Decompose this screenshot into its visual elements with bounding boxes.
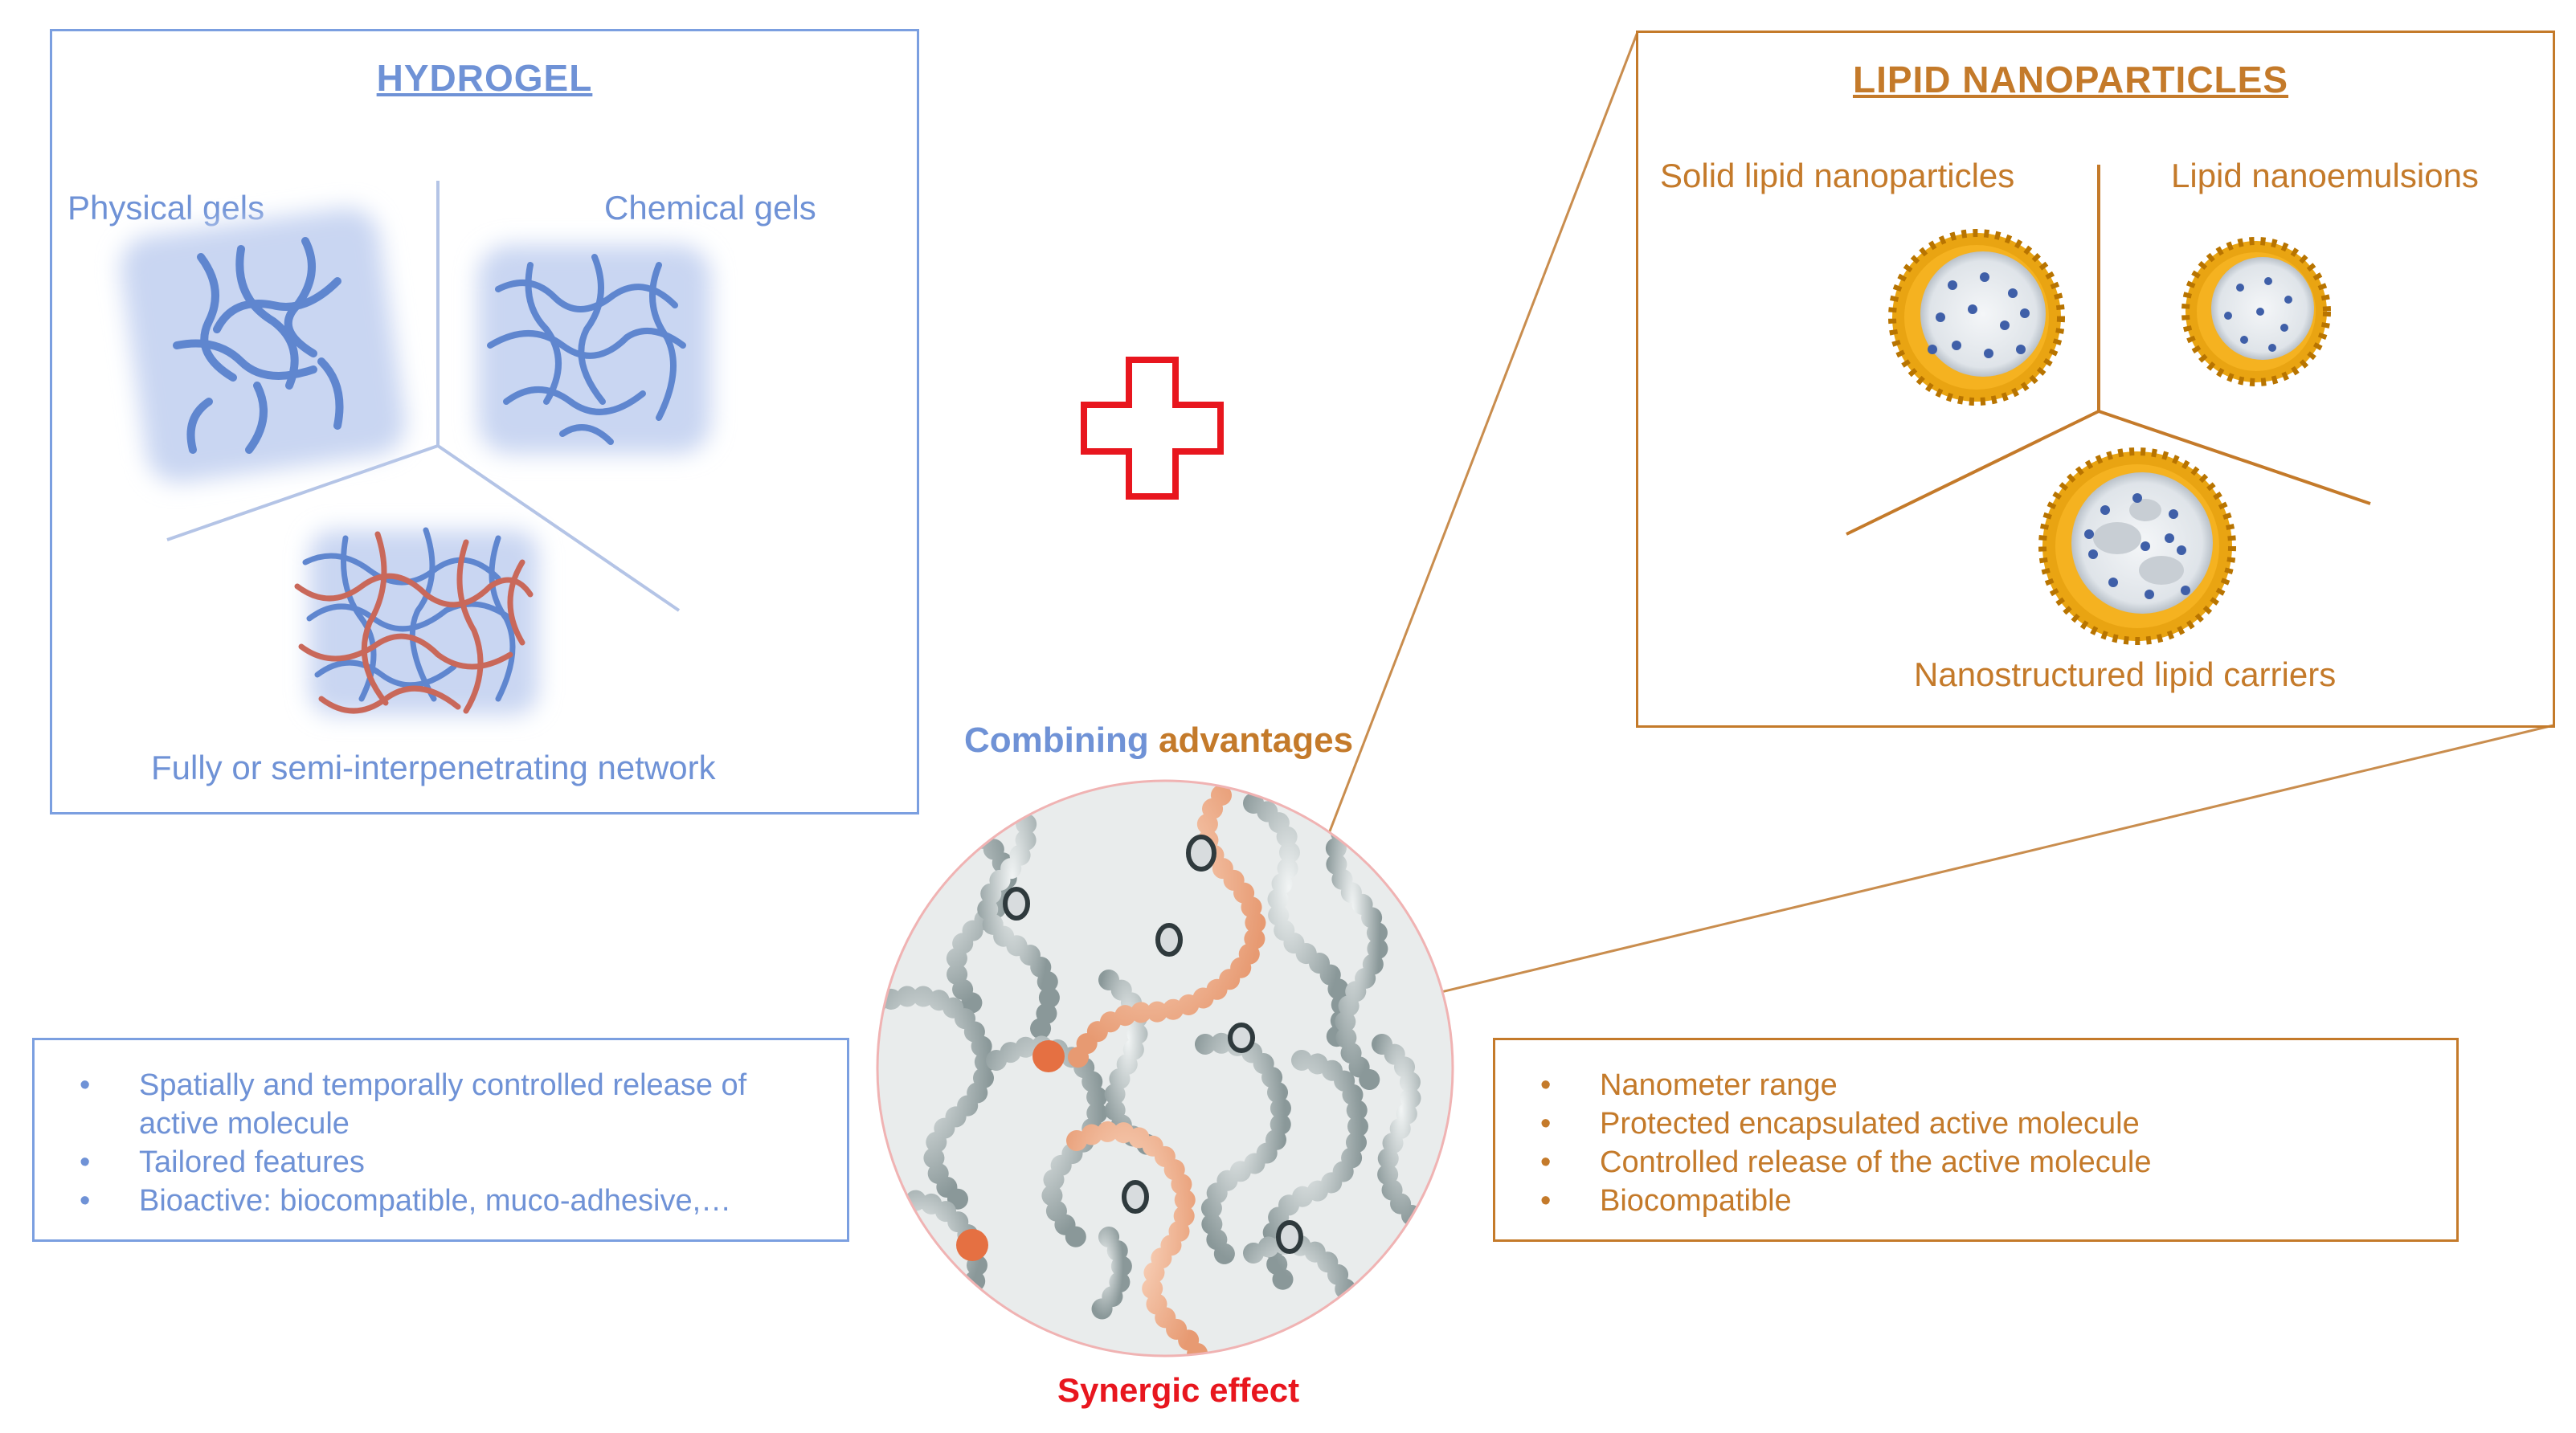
hybrid-hydrogel-circle — [876, 779, 1454, 1357]
hydrogel-dividers — [166, 181, 681, 612]
chemical-gel-illustration — [478, 245, 711, 454]
hydrogel-title: HYDROGEL — [376, 57, 593, 99]
lipid-panel — [1636, 31, 2555, 728]
lipid-advantages-list: Nanometer range Protected encapsulated a… — [1495, 1066, 2456, 1220]
list-item: Biocompatible — [1495, 1182, 2456, 1220]
list-item: Spatially and temporally controlled rele… — [35, 1066, 798, 1143]
nanoemulsion-label: Lipid nanoemulsions — [2171, 157, 2479, 194]
combining-advantages-heading: Combining advantages — [964, 721, 1353, 761]
list-item: Tailored features — [35, 1143, 847, 1182]
solid-lipid-nanoparticle-icon — [1888, 229, 2065, 406]
hydrogel-advantages-box: Spatially and temporally controlled rele… — [32, 1038, 849, 1242]
nlc-label: Nanostructured lipid carriers — [1914, 655, 2337, 693]
list-item: Controlled release of the active molecul… — [1495, 1143, 2456, 1182]
list-item: Protected encapsulated active molecule — [1495, 1104, 2456, 1143]
sln-label: Solid lipid nanoparticles — [1660, 157, 2015, 194]
combining-word: Combining — [964, 721, 1149, 760]
plus-icon — [1081, 357, 1224, 500]
lipid-advantages-box: Nanometer range Protected encapsulated a… — [1493, 1038, 2459, 1242]
hydrogel-advantages-list: Spatially and temporally controlled rele… — [35, 1066, 847, 1220]
list-item: Bioactive: biocompatible, muco-adhesive,… — [35, 1182, 847, 1220]
physical-gel-illustration — [121, 208, 406, 483]
nanostructured-lipid-carrier-icon — [2038, 447, 2236, 645]
lipid-title: LIPID NANOPARTICLES — [1852, 59, 2289, 100]
ipn-illustration — [294, 527, 538, 715]
lipid-nanoemulsion-icon — [2181, 237, 2331, 386]
list-item: Nanometer range — [1495, 1066, 2456, 1104]
synergic-effect-label: Synergic effect — [1057, 1371, 1300, 1409]
chemical-gels-label: Chemical gels — [604, 189, 816, 227]
lipid-dividers — [1846, 165, 2371, 536]
advantages-word: advantages — [1158, 721, 1354, 760]
physical-gels-label: Physical gels — [67, 189, 265, 227]
ipn-label: Fully or semi-interpenetrating network — [151, 749, 716, 786]
hydrogel-panel — [50, 29, 919, 814]
